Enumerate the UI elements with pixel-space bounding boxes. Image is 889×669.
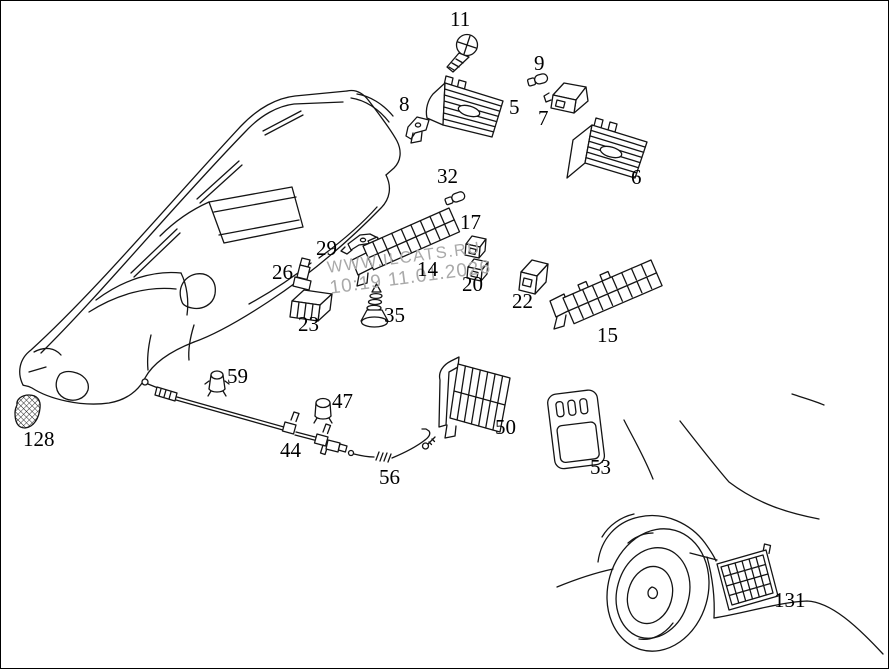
part-128-speaker-grille [14,394,41,429]
part-14-vent [351,207,461,287]
part-44-control-cable [141,378,348,456]
part-label-56: 56 [379,465,400,489]
part-131-vent-grille [716,543,779,611]
part-label-20: 20 [462,272,483,296]
part-23-switch [289,289,333,322]
part-label-131: 131 [774,588,806,612]
part-label-15: 15 [597,323,618,347]
part-label-8: 8 [399,92,410,116]
part-50-vent [421,356,511,450]
dashboard-drawing [19,89,401,405]
part-label-14: 14 [417,257,438,281]
car-rear-outline [556,393,884,655]
wheel-outer [606,528,710,652]
part-7-switch [543,82,589,114]
part-label-11: 11 [450,7,471,31]
part-label-50: 50 [495,415,516,439]
part-label-59: 59 [227,364,248,388]
part-label-35: 35 [384,303,405,327]
part-label-44: 44 [280,438,301,462]
part-22-switch [518,259,549,295]
part-8-bracket [405,116,430,144]
part-32-bulb [444,191,466,206]
part-15-vent [549,259,663,330]
part-53-cover [547,389,606,470]
part-label-9: 9 [534,51,545,75]
part-20-connector [466,258,489,282]
part-label-29: 29 [316,236,337,260]
part-5-vent [425,75,504,138]
part-label-22: 22 [512,289,533,313]
part-9-bulb [526,73,549,87]
part-label-47: 47 [332,389,353,413]
part-label-5: 5 [509,95,520,119]
part-label-17: 17 [460,210,481,234]
part-label-26: 26 [272,260,293,284]
part-label-32: 32 [437,164,458,188]
part-35-screw [360,283,389,328]
part-label-6: 6 [631,165,642,189]
part-17-connector [464,235,487,259]
part-label-7: 7 [538,106,549,130]
part-59-grommet [204,370,230,397]
part-label-53: 53 [590,455,611,479]
part-47-grommet [313,397,333,424]
part-11-screw [446,33,479,73]
part-26-bulb-socket [292,257,312,291]
part-56-cable [347,428,431,463]
part-label-128: 128 [23,427,55,451]
part-6-vent [566,117,648,179]
part-label-23: 23 [298,312,319,336]
